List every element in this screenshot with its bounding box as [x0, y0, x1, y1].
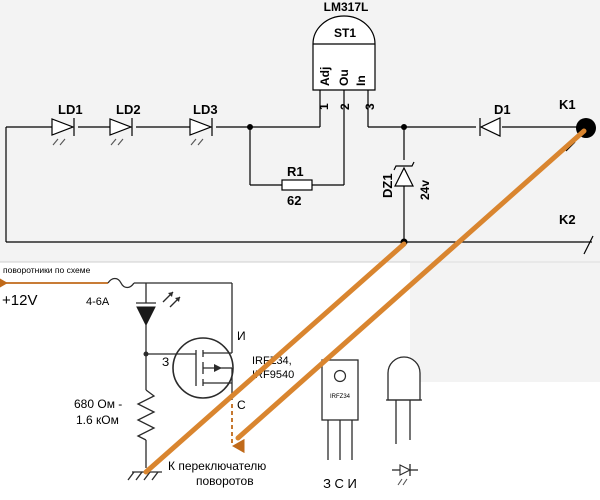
fuse-label: 4-6A — [86, 296, 110, 308]
wire-note-label: поворотники по схеме — [3, 265, 91, 275]
junction-dot — [247, 124, 253, 130]
diode-ref: D1 — [494, 102, 511, 117]
led-symbol — [392, 464, 418, 486]
led-label: LD2 — [116, 102, 141, 117]
zener-value: 24v — [418, 180, 432, 200]
resistor-r1-ref: R1 — [287, 164, 304, 179]
led-symbol — [136, 291, 181, 327]
zener-ref: DZ1 — [380, 173, 395, 198]
terminal-k1-label: K1 — [559, 97, 576, 112]
pin-in-label: In — [354, 75, 368, 86]
resistor-r1 — [281, 179, 313, 191]
resistor-value-1: 680 Ом - — [74, 397, 122, 411]
terminal-dot — [583, 235, 594, 255]
resistor-r1-value: 62 — [287, 193, 301, 208]
package-marking: IRFZ34 — [330, 394, 351, 400]
zener-symbol — [393, 161, 415, 187]
to-switch-label-1: К переключателю — [168, 459, 266, 473]
mosfet-package-drawing — [321, 359, 359, 460]
pin-2-label: 2 — [338, 103, 352, 110]
resistor-680 — [136, 389, 156, 441]
mosfet-switch-circuit — [0, 275, 422, 486]
pin-3-label: 3 — [363, 103, 377, 110]
junction-dot — [401, 124, 407, 130]
mosfet-switch-labels: поворотники по схеме +12V 4-6A З И С IRF… — [2, 265, 357, 491]
drain-label: С — [237, 398, 246, 412]
source-label: И — [237, 329, 246, 343]
supply-label: +12V — [2, 292, 37, 309]
led-label: LD3 — [193, 102, 218, 117]
led-label: LD1 — [58, 102, 83, 117]
resistor-value-2: 1.6 кОм — [76, 413, 119, 427]
regulator-ref-label: ST1 — [334, 26, 356, 40]
link-lines — [143, 128, 587, 475]
regulator-part-label: LM317L — [324, 0, 369, 14]
link-line-k1 — [235, 128, 587, 441]
led-component-drawing — [386, 356, 422, 444]
led-symbol — [189, 118, 213, 146]
pin-out-label: Ou — [337, 69, 351, 86]
pin-adj-label: Adj — [318, 67, 332, 86]
package-pins-label: З С И — [323, 476, 357, 491]
regulator-package — [312, 15, 376, 91]
led-symbol — [109, 118, 133, 146]
gate-label: З — [162, 355, 169, 369]
link-line-k2 — [143, 241, 407, 475]
pin-1-label: 1 — [317, 103, 331, 110]
to-switch-label-2: поворотов — [196, 474, 254, 488]
terminal-k2-label: K2 — [559, 212, 576, 227]
led-driver-labels: LM317L ST1 Adj Ou In 1 2 3 LD1 LD2 LD3 R… — [58, 0, 576, 227]
mosfet-symbol — [172, 337, 234, 400]
background-panels — [0, 0, 600, 382]
diode-symbol — [479, 117, 501, 137]
led-symbol — [51, 118, 75, 146]
fuse-symbol — [107, 277, 135, 289]
